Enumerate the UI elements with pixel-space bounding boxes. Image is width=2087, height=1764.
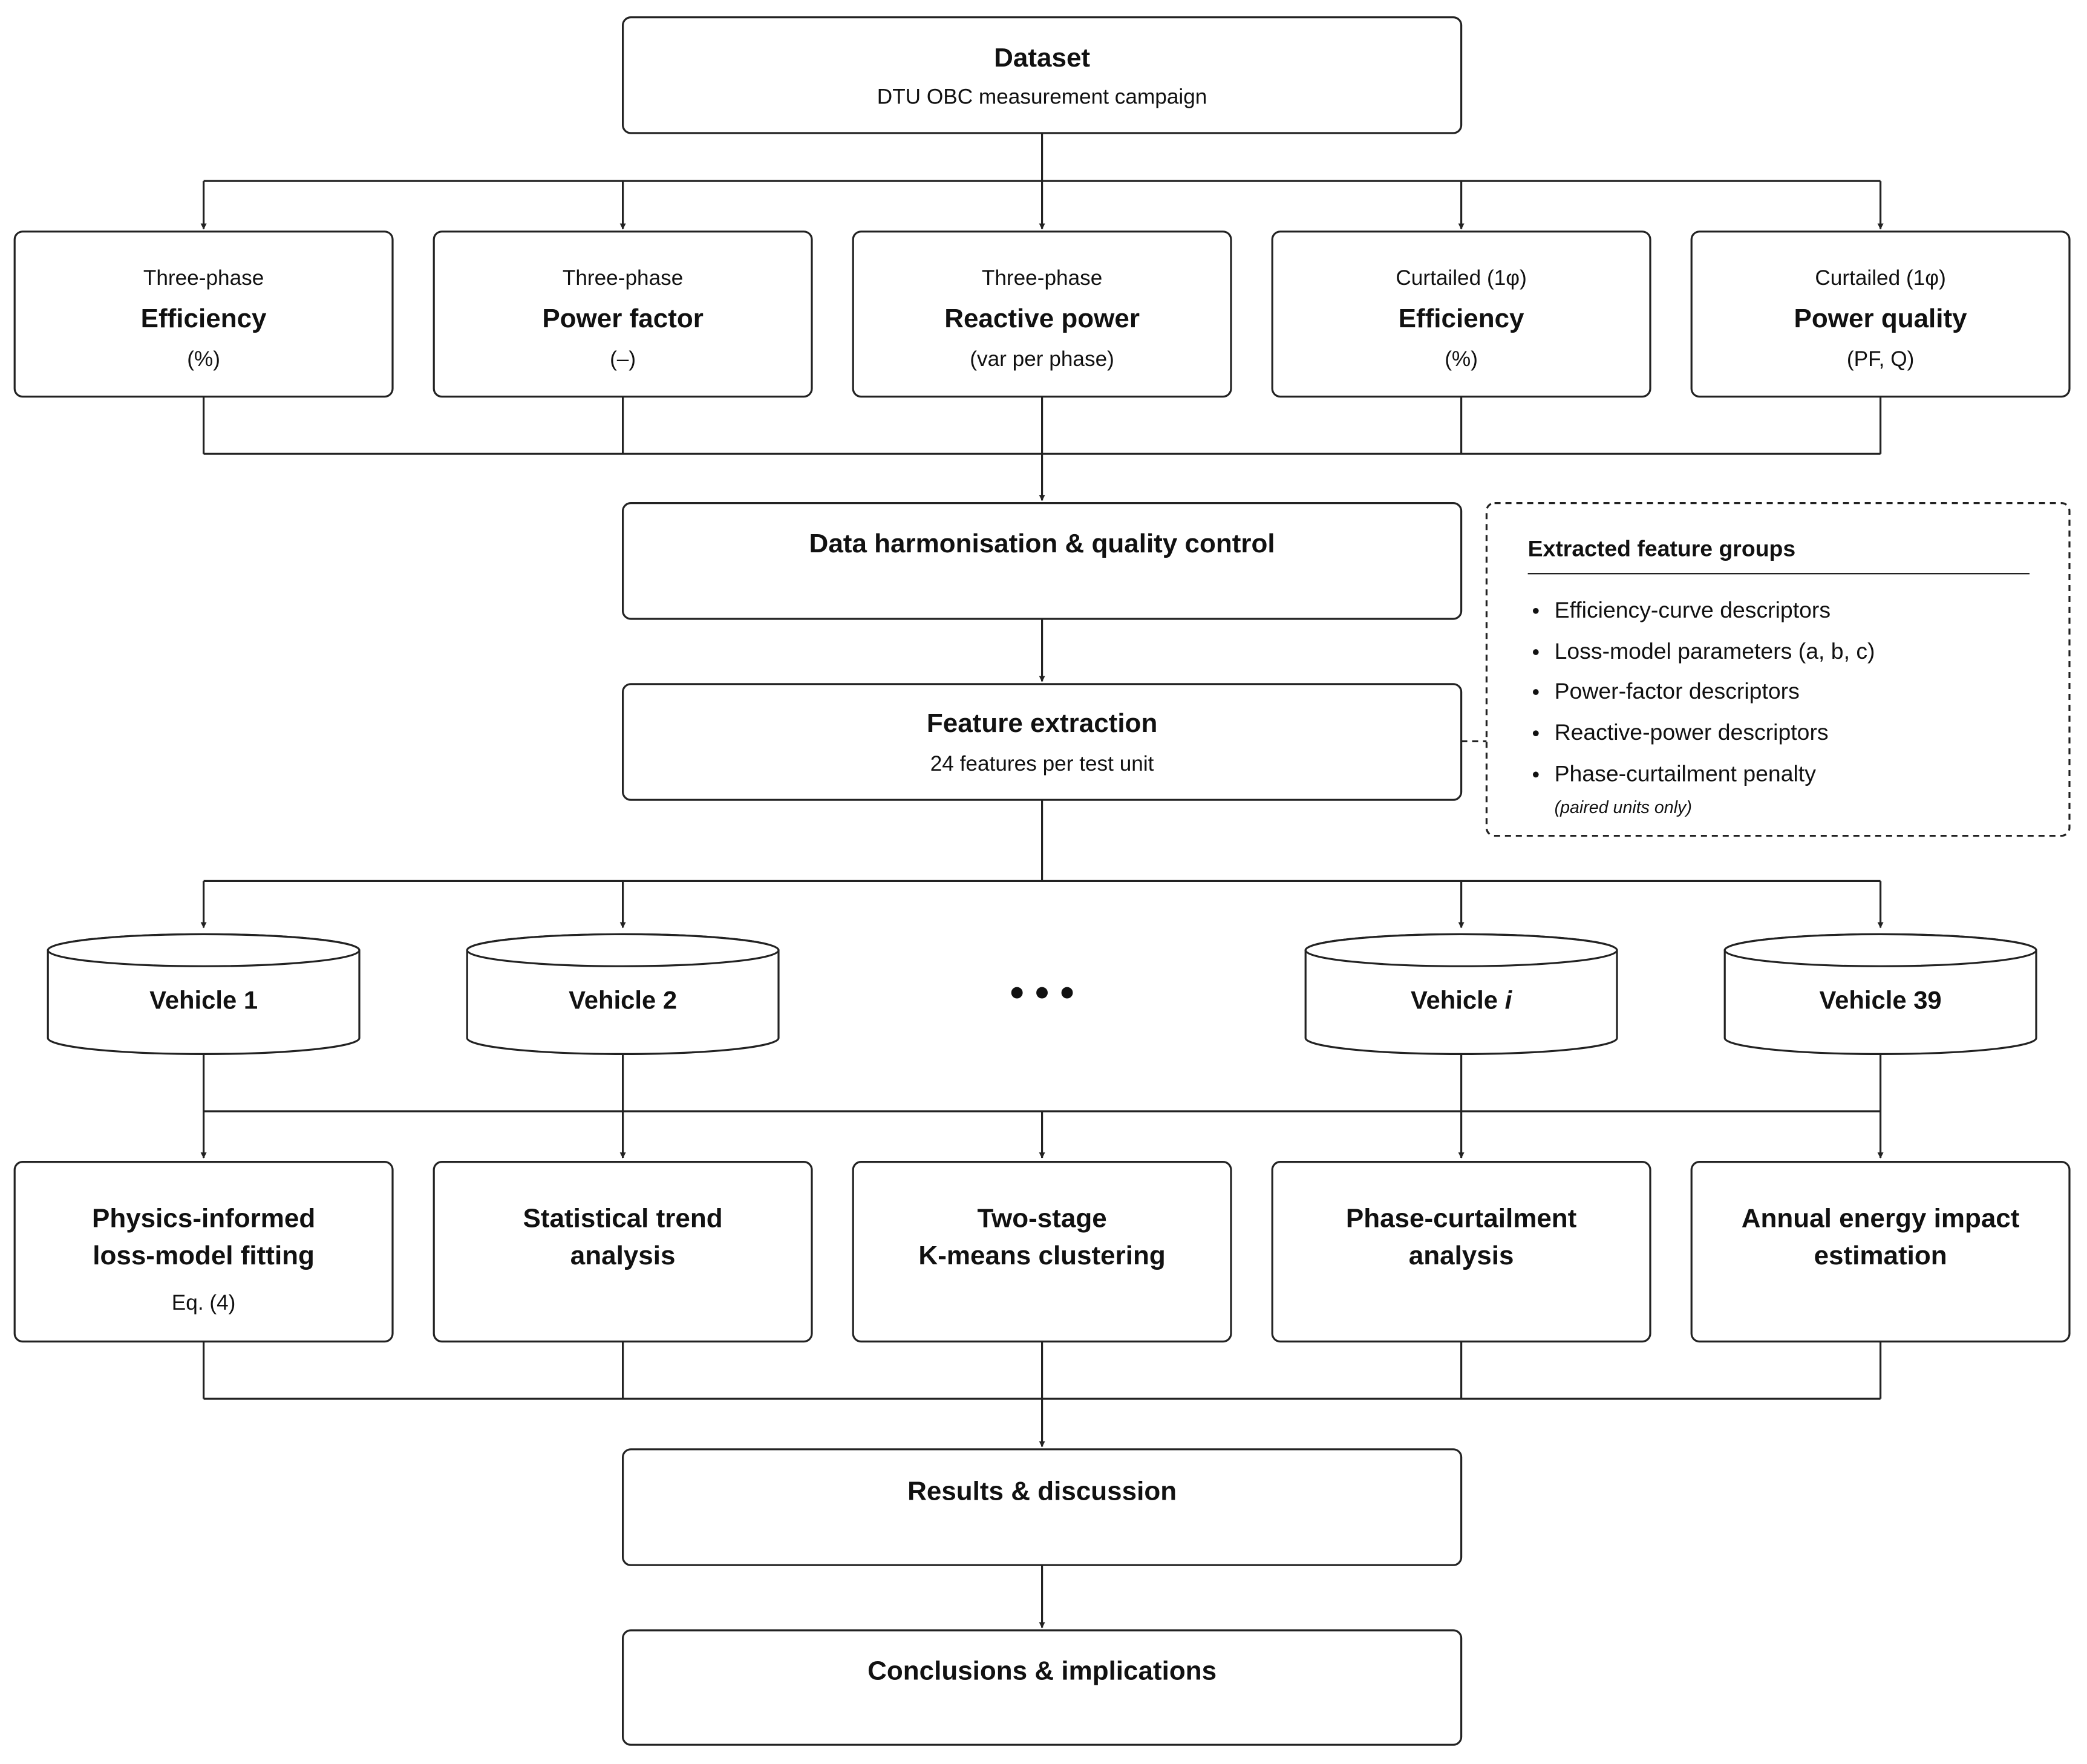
analysis-title-line: analysis xyxy=(1409,1241,1514,1270)
bullet-icon xyxy=(1532,649,1539,655)
analysis-title-line: K-means clustering xyxy=(918,1241,1165,1270)
analysis-box-4 xyxy=(1271,1160,1651,1343)
vehicle-prefix: Vehicle xyxy=(1411,986,1505,1014)
feature-group-item: Power-factor descriptors xyxy=(1555,678,1800,704)
results-box xyxy=(621,1448,1463,1566)
measurement-box-4 xyxy=(1271,230,1651,398)
vehicle-id: 1 xyxy=(244,986,258,1014)
harmonisation-box xyxy=(621,501,1463,620)
feature-group-item: Efficiency-curve descriptors xyxy=(1555,597,1831,622)
feature-extraction-title: Feature extraction xyxy=(927,708,1157,738)
feature-group-item: Phase-curtailment penalty xyxy=(1555,760,1817,786)
measurement-title: Reactive power xyxy=(944,304,1140,333)
analysis-title-line: Annual energy impact xyxy=(1742,1203,2020,1233)
connectors xyxy=(200,133,1884,1628)
measurement-unit: (%) xyxy=(187,347,220,371)
dataset-subtitle: DTU OBC measurement campaign xyxy=(877,85,1207,109)
measurement-category: Curtailed (1φ) xyxy=(1815,266,1945,290)
vehicle-label: Vehicle 1 xyxy=(149,986,258,1014)
vehicle-id: 39 xyxy=(1913,986,1942,1014)
analysis-box-3 xyxy=(852,1160,1232,1343)
measurement-box-2 xyxy=(433,230,813,398)
analysis-title-line: Physics-informed xyxy=(92,1203,315,1233)
vehicle-cylinder-3-top xyxy=(1304,933,1618,967)
measurement-box-5 xyxy=(1690,230,2071,398)
feature-group-item: Loss-model parameters (a, b, c) xyxy=(1555,638,1875,664)
dataset-title: Dataset xyxy=(994,43,1090,73)
vehicle-label: Vehicle 2 xyxy=(569,986,677,1014)
measurement-category: Three-phase xyxy=(563,266,684,290)
vehicle-id: 2 xyxy=(663,986,677,1014)
bullet-icon xyxy=(1532,607,1539,614)
shapes xyxy=(13,16,2071,1746)
feature-groups-note: (paired units only) xyxy=(1555,798,1692,817)
vehicle-cylinder-4-top xyxy=(1723,933,2037,967)
measurement-category: Three-phase xyxy=(143,266,264,290)
measurement-title: Power quality xyxy=(1794,304,1968,333)
analysis-title-line: loss-model fitting xyxy=(93,1241,315,1270)
measurement-title: Efficiency xyxy=(141,304,267,333)
vehicle-prefix: Vehicle xyxy=(149,986,244,1014)
vehicle-prefix: Vehicle xyxy=(569,986,663,1014)
feature-groups-panel xyxy=(1485,501,2071,837)
analysis-title-line: Statistical trend xyxy=(523,1203,723,1233)
results-title: Results & discussion xyxy=(907,1476,1177,1506)
measurement-box-3 xyxy=(852,230,1232,398)
analysis-box-1 xyxy=(13,1160,394,1343)
vehicle-cylinder-1-top xyxy=(47,933,361,967)
vehicle-label: Vehicle 39 xyxy=(1820,986,1942,1014)
vehicle-label: Vehicle i xyxy=(1411,986,1513,1014)
conclusions-title: Conclusions & implications xyxy=(867,1656,1217,1685)
analysis-title-line: analysis xyxy=(570,1241,676,1270)
measurement-title: Power factor xyxy=(542,304,704,333)
conclusions-box xyxy=(621,1629,1463,1746)
analysis-note: Eq. (4) xyxy=(172,1291,236,1315)
measurement-unit: (var per phase) xyxy=(970,347,1114,371)
dataset-box xyxy=(621,16,1463,134)
vehicle-prefix: Vehicle xyxy=(1820,986,1914,1014)
analysis-title-line: Two-stage xyxy=(977,1203,1106,1233)
analysis-box-2 xyxy=(433,1160,813,1343)
measurement-title: Efficiency xyxy=(1399,304,1524,333)
measurement-category: Curtailed (1φ) xyxy=(1396,266,1526,290)
measurement-unit: (%) xyxy=(1445,347,1478,371)
feature-group-item: Reactive-power descriptors xyxy=(1555,719,1829,745)
measurement-category: Three-phase xyxy=(982,266,1103,290)
feature-groups-title: Extracted feature groups xyxy=(1528,536,1796,561)
vehicle-id: i xyxy=(1505,986,1513,1014)
bullet-icon xyxy=(1532,689,1539,695)
analysis-box-5 xyxy=(1690,1160,2071,1343)
analysis-title-line: estimation xyxy=(1814,1241,1947,1270)
feature-extraction-box xyxy=(621,683,1463,801)
measurement-unit: (PF, Q) xyxy=(1847,347,1914,371)
feature-extraction-subtitle: 24 features per test unit xyxy=(930,752,1154,776)
harmonisation-title: Data harmonisation & quality control xyxy=(809,529,1275,558)
bullet-icon xyxy=(1532,771,1539,778)
vehicle-cylinder-2-top xyxy=(466,933,780,967)
measurement-box-1 xyxy=(13,230,394,398)
measurement-unit: (–) xyxy=(610,347,636,371)
vehicle-ellipsis: • • • xyxy=(1010,970,1074,1014)
analysis-title-line: Phase-curtailment xyxy=(1346,1203,1577,1233)
bullet-icon xyxy=(1532,730,1539,737)
